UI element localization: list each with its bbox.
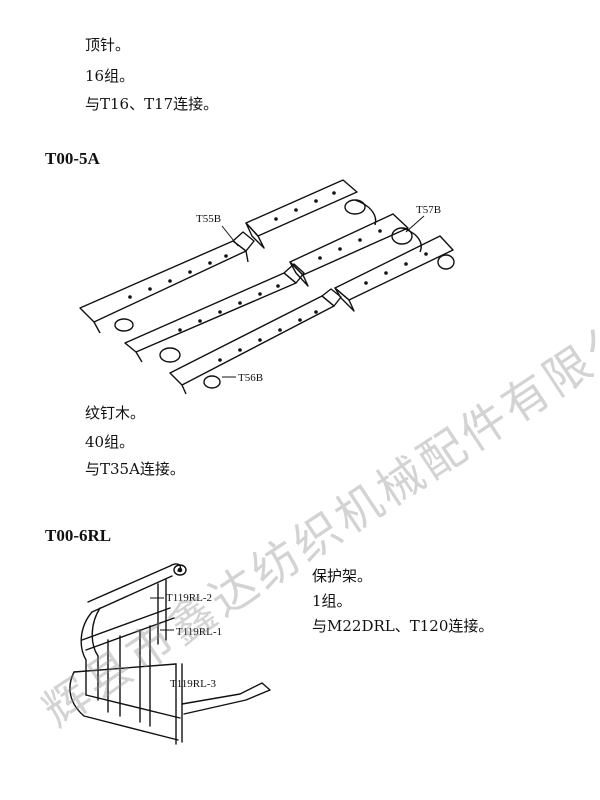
callout-label-a: T55B xyxy=(196,213,221,225)
part-desc-line-1: 顶针。 xyxy=(85,36,131,54)
part-qty-line-3: 1组。 xyxy=(312,592,352,610)
part-code-t00-6rl: T00-6RL xyxy=(45,526,112,545)
callout-label-a: T119RL-2 xyxy=(166,592,212,604)
callout-label-b: T57B xyxy=(416,204,441,216)
part-conn-line-1: 与T16、T17连接。 xyxy=(85,95,219,113)
callout-label-b: T119RL-1 xyxy=(176,626,222,638)
part-code-t00-5a: T00-5A xyxy=(45,149,100,168)
part-qty-line-2: 40组。 xyxy=(85,433,135,451)
part-conn-line-3: 与M22DRL、T120连接。 xyxy=(312,617,494,635)
part-qty-line-1: 16组。 xyxy=(85,67,135,85)
callout-label-c: T119RL-3 xyxy=(170,678,217,690)
part-desc-line-2: 纹钉木。 xyxy=(85,404,146,422)
part-conn-line-2: 与T35A连接。 xyxy=(85,460,185,478)
part-desc-line-3: 保护架。 xyxy=(312,567,373,585)
callout-label-c: T56B xyxy=(238,372,263,384)
